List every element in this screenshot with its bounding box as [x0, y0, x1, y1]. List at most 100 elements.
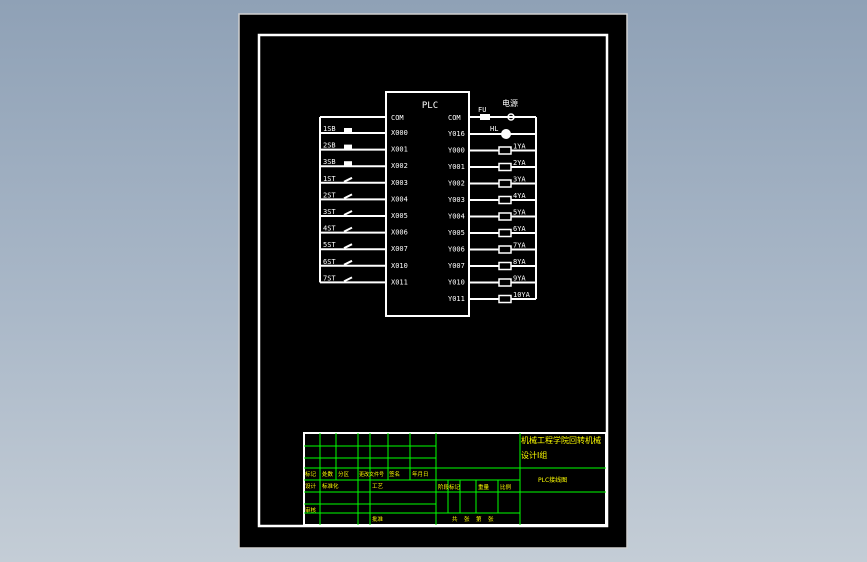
supply-label: 电源: [502, 98, 518, 108]
supply-terminal: [507, 113, 515, 121]
output-device-label: 8YA: [513, 258, 526, 266]
label-review: 审核: [305, 506, 317, 514]
plc-input-label: X011: [391, 278, 408, 286]
plc-output-label: Y007: [448, 262, 465, 270]
plc-output-label: Y001: [448, 163, 465, 171]
solenoid-coil-symbol: [498, 195, 512, 205]
output-row: 3YA Y002: [448, 176, 536, 188]
pushbutton-symbol: [344, 144, 352, 150]
label-count: 处数: [322, 470, 334, 478]
input-row: 6ST X010: [320, 258, 408, 270]
plc-output-label: Y016: [448, 130, 465, 138]
input-device-label: 4ST: [323, 225, 336, 233]
plc-output-label: Y003: [448, 196, 465, 204]
limit-switch-symbol: [343, 226, 353, 233]
plc-title: PLC: [422, 101, 438, 111]
plc-input-label: X006: [391, 229, 408, 237]
output-device-label: HL: [490, 125, 498, 133]
solenoid-coil-symbol: [498, 162, 512, 172]
limit-switch-symbol: [343, 259, 353, 266]
label-zone: 分区: [338, 470, 350, 478]
output-device-label: 6YA: [513, 225, 526, 233]
input-device-label: 3ST: [323, 208, 336, 216]
output-device-label: 5YA: [513, 209, 526, 217]
input-device-label: 1SB: [323, 125, 336, 133]
label-approve: 批准: [372, 515, 384, 523]
label-total: 共: [452, 515, 458, 523]
plc-input-label: X007: [391, 245, 408, 253]
limit-switch-symbol: [343, 243, 353, 250]
output-device-label: 7YA: [513, 242, 526, 250]
input-row: 3ST X005: [320, 208, 408, 220]
input-device-label: 3SB: [323, 158, 336, 166]
plc-input-label: X001: [391, 146, 408, 154]
drawing-name: PLC接线图: [538, 476, 567, 484]
label-mark: 标记: [305, 470, 317, 478]
output-device-label: 1YA: [513, 143, 526, 151]
plc-output-label: Y010: [448, 279, 465, 287]
output-row: 9YA Y010: [448, 275, 536, 287]
label-sheets: 张: [464, 515, 470, 523]
label-change-doc: 更改文件号: [359, 471, 384, 478]
pushbutton-symbol: [344, 161, 352, 167]
label-date: 年月日: [412, 470, 429, 478]
input-row: 4ST X006: [320, 225, 408, 237]
title-line-2: 设计I组: [521, 450, 547, 460]
pushbutton-symbol: [344, 128, 352, 133]
solenoid-coil-symbol: [498, 146, 512, 155]
output-device-label: 3YA: [513, 176, 526, 184]
solenoid-coil-symbol: [498, 261, 512, 271]
limit-switch-symbol: [343, 210, 353, 216]
label-sheet: 张: [488, 515, 494, 523]
limit-switch-symbol: [343, 276, 353, 283]
label-weight: 重量: [478, 483, 490, 491]
solenoid-coil-symbol: [498, 278, 512, 287]
input-device-label: 6ST: [323, 258, 336, 266]
plc-input-label: X003: [391, 179, 408, 187]
solenoid-coil-symbol: [498, 228, 512, 238]
plc-input-label: X005: [391, 212, 408, 220]
label-design: 设计: [305, 482, 317, 490]
plc-right-com: COM: [448, 114, 461, 122]
label-scale: 比例: [500, 483, 512, 491]
input-row: 1SB X000: [320, 125, 408, 137]
label-process: 工艺: [372, 483, 384, 490]
fuse-symbol: [480, 114, 490, 120]
solenoid-coil-symbol: [498, 294, 512, 304]
limit-switch-symbol: [343, 193, 353, 200]
label-standard: 标准化: [322, 482, 339, 490]
input-device-label: 2SB: [323, 142, 336, 150]
title-block: 机械工程学院回转机械 设计I组 PLC接线图 标记 处数 分区 更改文件号 签名…: [303, 432, 607, 526]
input-device-label: 2ST: [323, 191, 336, 199]
output-device-label: 10YA: [513, 291, 531, 299]
solenoid-coil-symbol: [498, 245, 512, 254]
plc-body: [385, 91, 470, 317]
plc-input-label: X000: [391, 129, 408, 137]
indicator-lamp-symbol: [501, 129, 511, 139]
output-circuit: HLY0161YAY0002YAY0013YAY0024YAY0035YAY00…: [448, 117, 537, 304]
plc-output-label: Y000: [448, 147, 465, 155]
input-row: 5ST X007: [320, 241, 408, 253]
input-device-label: 1ST: [323, 175, 336, 183]
output-row: 1YA Y000: [448, 143, 536, 155]
label-sign: 签名: [389, 470, 400, 478]
plc-output-label: Y011: [448, 295, 465, 303]
title-line-1: 机械工程学院回转机械: [521, 435, 601, 445]
plc-output-label: Y006: [448, 246, 465, 254]
plc-output-label: Y002: [448, 180, 465, 188]
solenoid-coil-symbol: [498, 212, 512, 221]
input-device-label: 5ST: [323, 241, 336, 249]
output-device-label: 9YA: [513, 275, 526, 283]
output-row: 7YA Y006: [448, 242, 536, 254]
solenoid-coil-symbol: [498, 179, 512, 188]
input-row: 1ST X003: [320, 175, 408, 187]
plc-input-label: X010: [391, 262, 408, 270]
